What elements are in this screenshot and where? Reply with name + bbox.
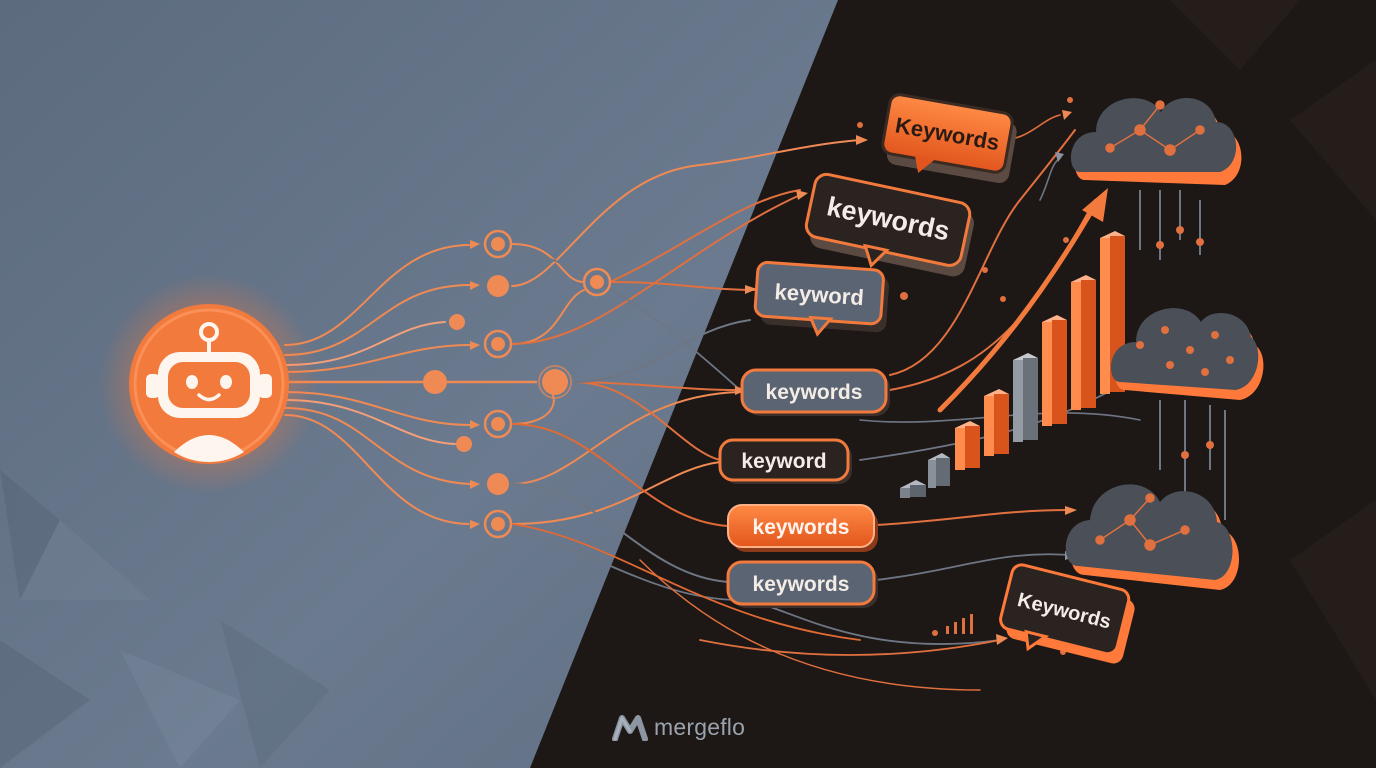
keyword-bubble-3: keyword bbox=[753, 260, 889, 337]
keyword-bubble-8: Keywords bbox=[999, 563, 1135, 664]
keyword-bubble-5: keyword bbox=[718, 438, 852, 484]
scattered-dots bbox=[857, 97, 1073, 655]
keyword-label: keywords bbox=[753, 516, 850, 539]
decorative-polygons bbox=[0, 470, 330, 768]
robot-badge bbox=[99, 274, 319, 494]
keyword-label: keyword bbox=[741, 450, 826, 473]
bar-chart-graphic bbox=[900, 188, 1125, 498]
keyword-bubble-2: keywords bbox=[804, 172, 974, 277]
keyword-bubble-4: keywords bbox=[740, 368, 890, 416]
mergeflo-logo-icon bbox=[612, 714, 648, 741]
keyword-label: keywords bbox=[753, 573, 850, 596]
keyword-bubble-6: keywords bbox=[727, 504, 878, 552]
keyword-label: keyword bbox=[774, 279, 865, 310]
tick-marks bbox=[946, 614, 973, 634]
keyword-bubble-7: keywords bbox=[726, 560, 878, 608]
cloud-icon bbox=[1065, 484, 1240, 590]
brand-name: mergeflo bbox=[654, 714, 746, 740]
decorative-shapes bbox=[1170, 0, 1376, 700]
network-nodes bbox=[423, 229, 612, 539]
cloud-icon bbox=[1110, 308, 1264, 520]
brand-logo: mergeflo bbox=[612, 714, 745, 741]
cloud-icon bbox=[1070, 98, 1242, 260]
keyword-label: keywords bbox=[766, 381, 863, 404]
keyword-bubble-1: Keywords bbox=[881, 93, 1017, 184]
